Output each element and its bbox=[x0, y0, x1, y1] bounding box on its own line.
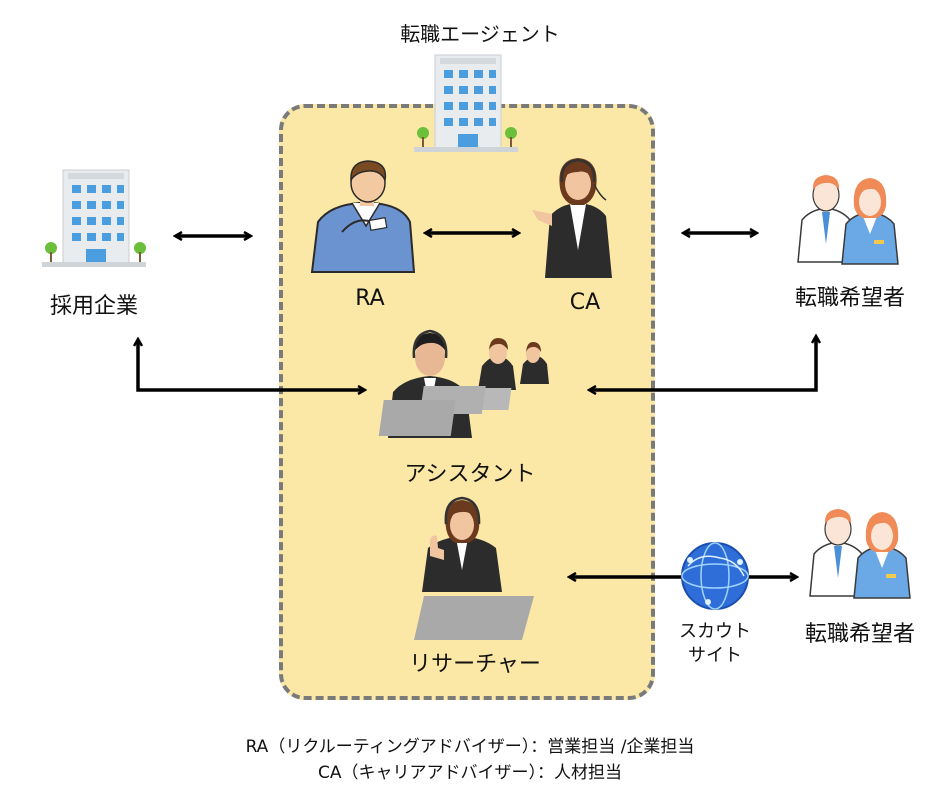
researcher-operator-icon bbox=[414, 496, 534, 640]
ca-headset-woman-icon bbox=[532, 158, 612, 278]
candidates-bottom-couple-icon bbox=[809, 509, 911, 599]
ra-businessman-icon bbox=[310, 160, 416, 273]
candidates-top-couple-icon bbox=[797, 175, 899, 265]
ca-label: CA bbox=[569, 290, 601, 315]
agency-title: 転職エージェント bbox=[400, 22, 560, 46]
assistant-label: アシスタント bbox=[404, 462, 536, 487]
scout-site-label-line1: スカウト bbox=[679, 621, 751, 642]
assistant-team-icon bbox=[378, 329, 549, 438]
scout-site-label: スカウト サイト bbox=[660, 620, 770, 668]
globe-icon bbox=[681, 542, 749, 610]
scout-site-label-line2: サイト bbox=[688, 645, 742, 666]
researcher-label: リサーチャー bbox=[409, 652, 541, 677]
candidates-bottom-label: 転職希望者 bbox=[804, 622, 915, 647]
arrow-candidates-assistant bbox=[590, 337, 816, 390]
agency-building-icon bbox=[414, 54, 518, 152]
employer-building-icon bbox=[42, 169, 146, 267]
employer-label: 採用企業 bbox=[49, 294, 138, 319]
note-ra: RA（リクルーティングアドバイザー）：営業担当 /企業担当 bbox=[245, 737, 695, 757]
arrow-employer-assistant bbox=[138, 340, 364, 390]
ra-label: RA bbox=[355, 286, 385, 311]
candidates-top-label: 転職希望者 bbox=[794, 286, 905, 311]
note-ca: CA（キャリアアドバイザー）：人材担当 bbox=[318, 763, 622, 783]
